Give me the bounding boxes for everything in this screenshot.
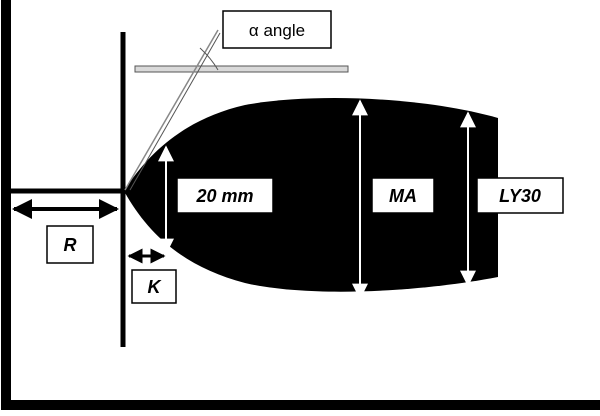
r-text: R: [64, 235, 77, 255]
ma-label: MA: [371, 177, 435, 214]
twenty-mm-text: 20 mm: [195, 186, 253, 206]
alpha-angle-tangent-line-2: [129, 32, 221, 191]
k-label: K: [131, 269, 177, 304]
alpha-angle-arc: [199, 47, 219, 71]
alpha-angle-label: α angle: [222, 10, 332, 49]
alpha-angle-text: α angle: [249, 21, 305, 40]
ly30-text: LY30: [499, 186, 541, 206]
k-text: K: [148, 277, 163, 297]
teg-tracing-shape: [124, 98, 498, 292]
ly30-label: LY30: [476, 177, 564, 214]
alpha-angle-tangent-line: [124, 29, 219, 191]
ma-text: MA: [389, 186, 417, 206]
top-rule: [134, 65, 349, 73]
r-label: R: [46, 225, 94, 264]
twenty-mm-label: 20 mm: [176, 177, 274, 214]
